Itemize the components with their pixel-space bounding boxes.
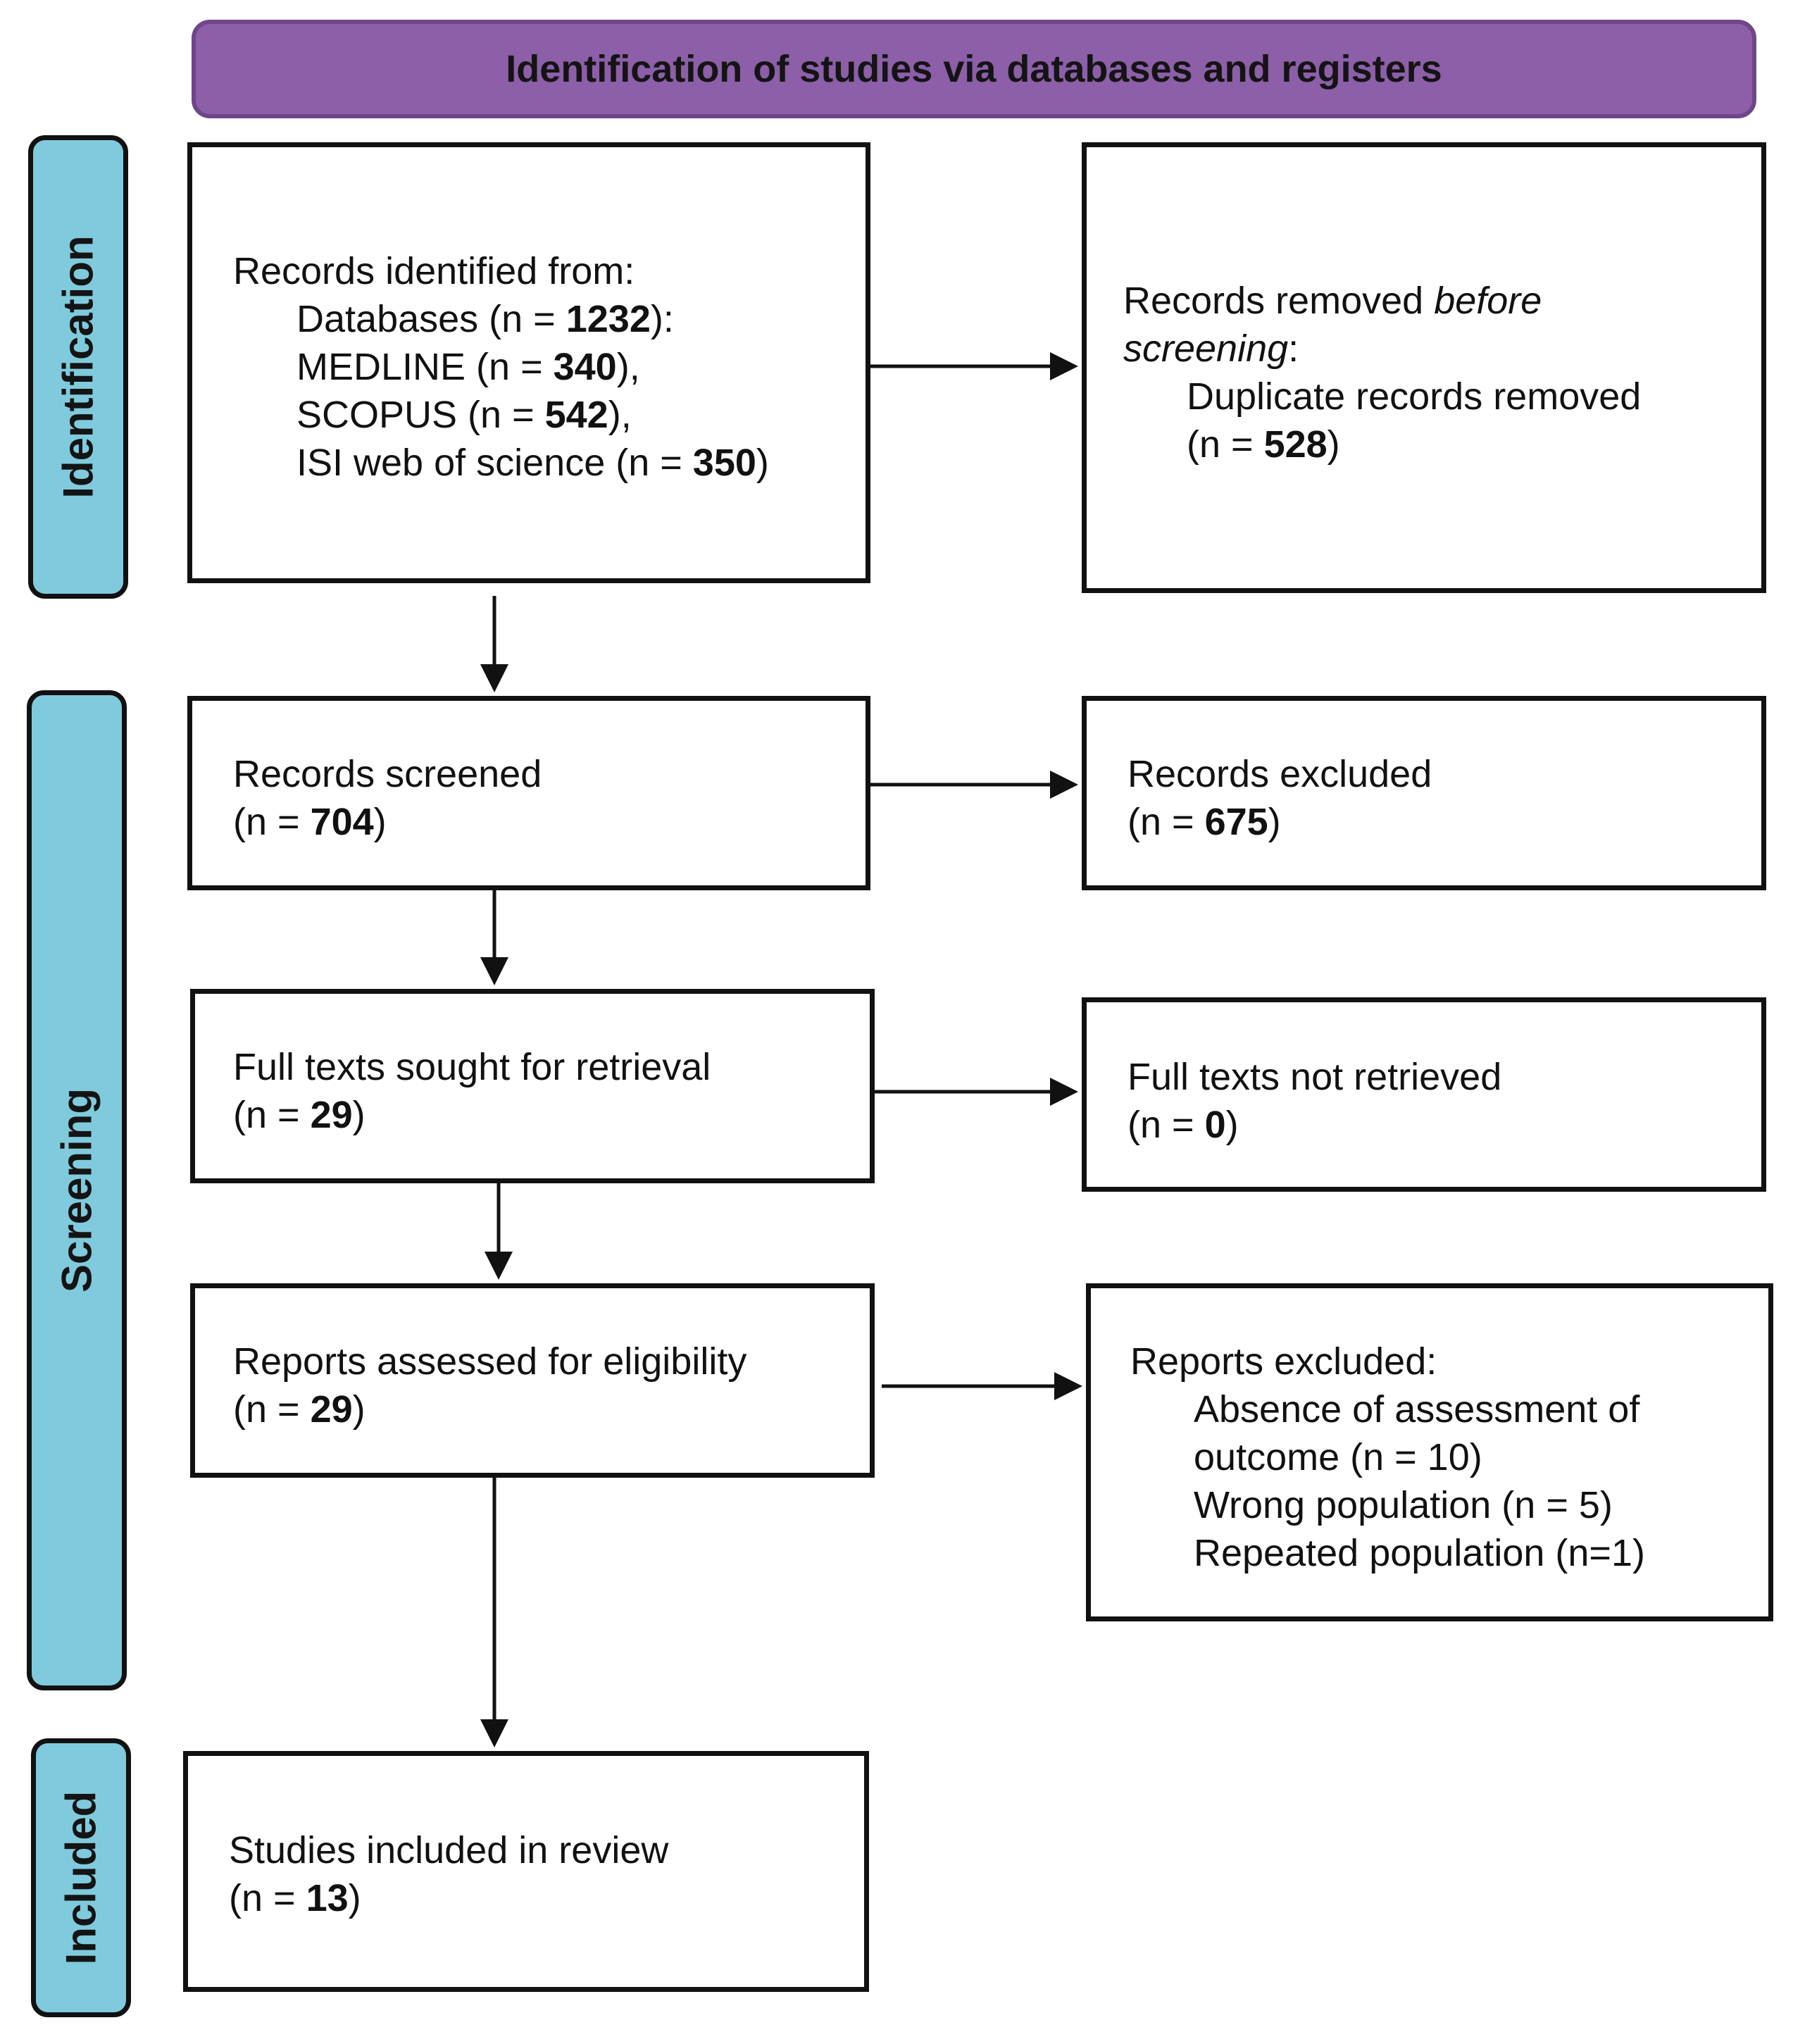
- full-texts-sought-box: Full texts sought for retrieval (n = 29): [190, 989, 875, 1183]
- records-removed-heading: Records removed before: [1123, 280, 1542, 322]
- records-screened-label: Records screened: [233, 753, 542, 795]
- records-identified-heading: Records identified from:: [233, 250, 635, 292]
- reports-assessed-label: Reports assessed for eligibility: [233, 1340, 747, 1383]
- scopus-count: SCOPUS (n = 542),: [296, 394, 632, 436]
- records-excluded-box: Records excluded (n = 675): [1082, 696, 1766, 890]
- phase-screening: Screening: [27, 690, 127, 1690]
- full-texts-sought-count: (n = 29): [233, 1094, 366, 1136]
- full-texts-not-retrieved-count: (n = 0): [1127, 1104, 1239, 1146]
- records-removed-box: Records removed before screening: Duplic…: [1082, 142, 1766, 593]
- records-excluded-count: (n = 675): [1127, 801, 1281, 843]
- reports-assessed-count: (n = 29): [233, 1388, 366, 1431]
- databases-count: Databases (n = 1232):: [296, 298, 674, 340]
- full-texts-not-retrieved-box: Full texts not retrieved (n = 0): [1082, 997, 1766, 1192]
- exclusion-reason-wrong-population: Wrong population (n = 5): [1194, 1484, 1613, 1526]
- duplicate-records-count: (n = 528): [1187, 423, 1340, 466]
- phase-identification: Identification: [28, 135, 128, 599]
- reports-excluded-box: Reports excluded: Absence of assessment …: [1086, 1283, 1773, 1621]
- records-screened-box: Records screened (n = 704): [187, 696, 870, 890]
- full-texts-not-retrieved-label: Full texts not retrieved: [1127, 1056, 1502, 1098]
- exclusion-reason-outcome-cont: outcome (n = 10): [1194, 1436, 1482, 1478]
- reports-assessed-box: Reports assessed for eligibility (n = 29…: [190, 1283, 875, 1478]
- phase-included: Included: [31, 1738, 131, 2017]
- medline-count: MEDLINE (n = 340),: [296, 346, 640, 388]
- full-texts-sought-label: Full texts sought for retrieval: [233, 1046, 711, 1088]
- records-removed-heading-cont: screening:: [1123, 328, 1299, 370]
- duplicate-records-label: Duplicate records removed: [1187, 375, 1642, 418]
- exclusion-reason-repeated-population: Repeated population (n=1): [1194, 1532, 1645, 1574]
- records-excluded-label: Records excluded: [1127, 753, 1432, 795]
- isi-count: ISI web of science (n = 350): [296, 442, 769, 484]
- reports-excluded-heading: Reports excluded:: [1130, 1340, 1437, 1383]
- studies-included-box: Studies included in review (n = 13): [183, 1751, 869, 1992]
- studies-included-count: (n = 13): [229, 1877, 361, 1919]
- studies-included-label: Studies included in review: [229, 1829, 669, 1871]
- header-title: Identification of studies via databases …: [506, 48, 1442, 90]
- header-banner: Identification of studies via databases …: [192, 20, 1756, 118]
- records-screened-count: (n = 704): [233, 801, 387, 843]
- exclusion-reason-outcome: Absence of assessment of: [1194, 1388, 1640, 1431]
- records-identified-box: Records identified from: Databases (n = …: [187, 142, 870, 583]
